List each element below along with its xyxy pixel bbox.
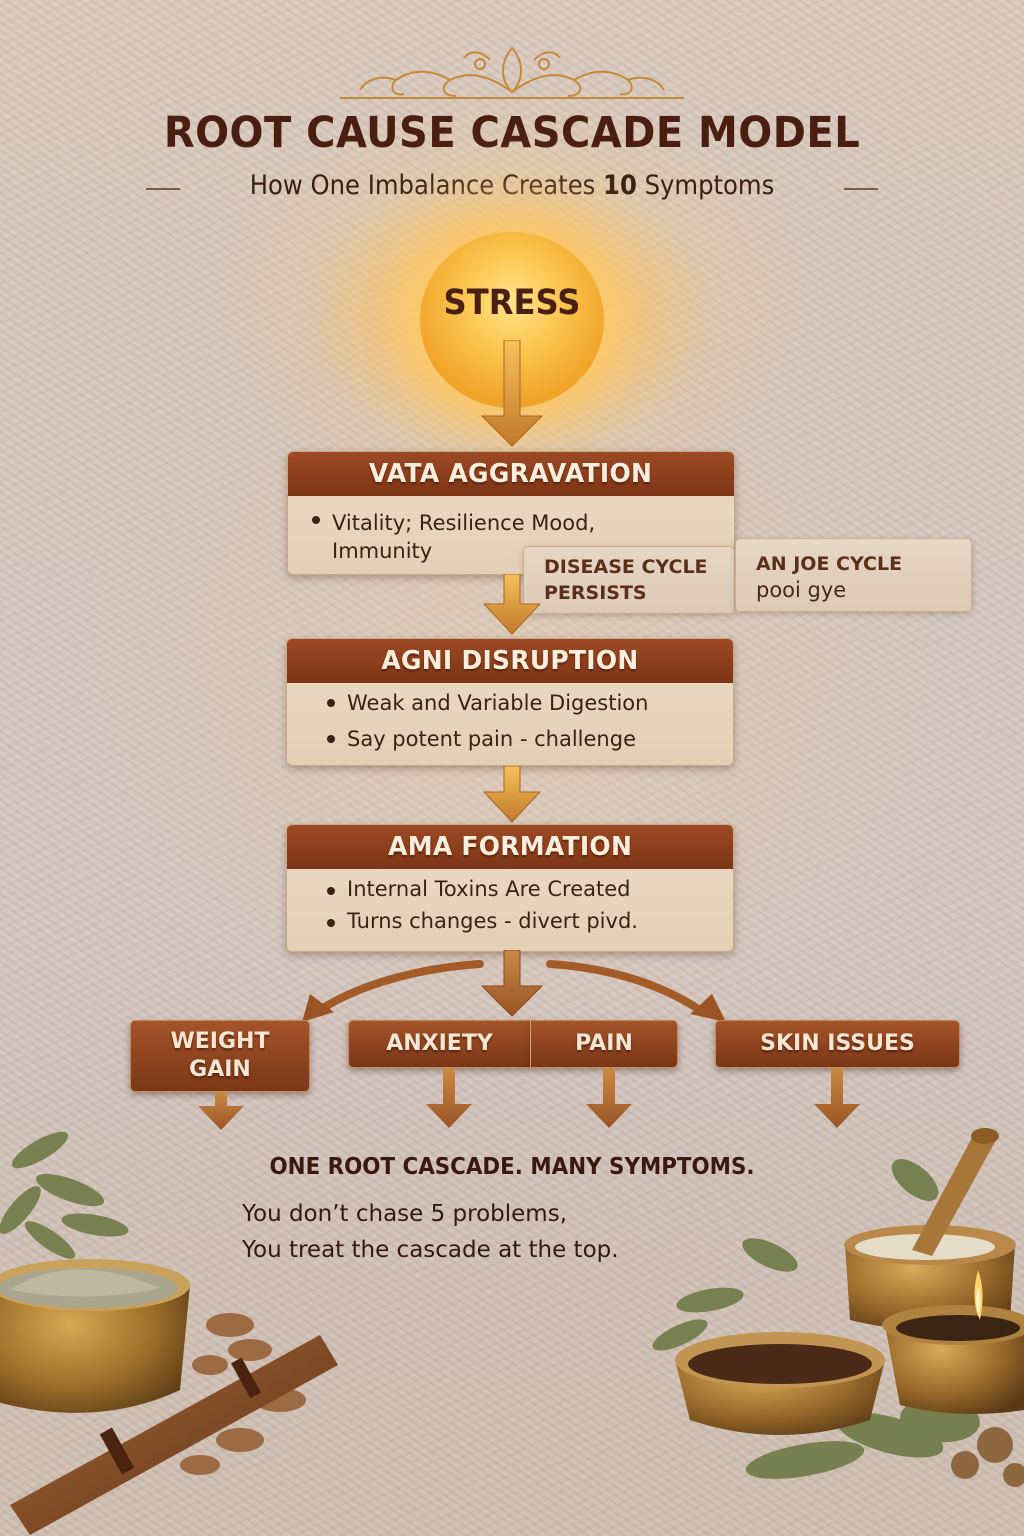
side-note-line: AN JOE CYCLE — [756, 553, 903, 575]
stage-card-agni: AGNI DISRUPTION Weak and Variable Digest… — [286, 638, 734, 766]
stage-bullet: Weak and Variable Digestion — [325, 685, 733, 721]
side-note-disease-cycle: DISEASE CYCLE PERSISTS — [523, 546, 735, 614]
seed-bowl-icon — [675, 1332, 885, 1435]
stage-body: Weak and Variable Digestion Say potent p… — [287, 683, 733, 757]
stage-body: Internal Toxins Are Created Turns change… — [287, 869, 733, 937]
arrow-down-icon — [482, 766, 542, 823]
branch-arrows-icon — [302, 950, 726, 1022]
mortar-pestle-icon — [652, 1128, 1024, 1487]
symptom-label: SKIN ISSUES — [760, 1031, 915, 1056]
symptom-skin-issues: SKIN ISSUES — [715, 1020, 960, 1068]
arrow-down-icon — [480, 340, 544, 447]
symptom-label: WEIGHT — [170, 1029, 270, 1054]
stage-bullet: Turns changes - divert pivd. — [325, 905, 733, 937]
tagline: ONE ROOT CASCADE. MANY SYMPTOMS. — [269, 1154, 755, 1180]
arrow-down-icon — [482, 574, 542, 635]
symptom-label: ANXIETY — [386, 1031, 493, 1056]
subtitle-prefix: How One Imbalance Creates — [249, 170, 604, 201]
stage-bullet: Vitality; Resilience Mood, — [310, 502, 734, 538]
side-note-line: DISEASE CYCLE — [544, 556, 708, 578]
subtitle-suffix: Symptoms — [636, 170, 775, 201]
arrow-down-icon — [586, 1068, 632, 1128]
stage-bullet-continuation: Immunity — [332, 539, 433, 563]
side-note-line: pooi gye — [756, 578, 847, 602]
arrow-down-icon — [426, 1068, 472, 1128]
footnote-line-1: You don’t chase 5 problems, — [242, 1201, 568, 1227]
filigree-ornament-icon — [340, 46, 684, 99]
stage-title: AGNI DISRUPTION — [287, 639, 733, 683]
arrow-down-icon — [198, 1092, 244, 1130]
oil-lamp-icon — [882, 1270, 1024, 1414]
leaf-icon — [652, 1159, 980, 1479]
stage-card-vata: VATA AGGRAVATION Vitality; Resilience Mo… — [287, 451, 735, 575]
subtitle-rule-right — [844, 188, 878, 190]
symptom-label: PAIN — [575, 1031, 633, 1056]
footnote-line-2: You treat the cascade at the top. — [242, 1237, 619, 1263]
side-note-line: PERSISTS — [544, 582, 647, 604]
stage-title: VATA AGGRAVATION — [288, 452, 734, 496]
symptom-weight-gain: WEIGHT GAIN — [130, 1020, 310, 1092]
page-title: ROOT CAUSE CASCADE MODEL — [163, 108, 861, 158]
symptom-anxiety: ANXIETY — [348, 1020, 530, 1068]
wooden-pestle-icon — [10, 1335, 338, 1535]
herb-bowl-icon — [0, 1131, 338, 1535]
subtitle-rule-left — [146, 188, 180, 190]
arrow-down-icon — [814, 1068, 860, 1128]
page-subtitle: How One Imbalance Creates 10 Symptoms — [51, 170, 973, 201]
stage-bullet: Say potent pain - challenge — [325, 721, 733, 757]
symptom-label: GAIN — [189, 1057, 251, 1082]
subtitle-number: 10 — [603, 170, 637, 201]
stage-body: Vitality; Resilience Mood, Immunity — [288, 496, 734, 564]
stage-card-ama: AMA FORMATION Internal Toxins Are Create… — [286, 824, 734, 952]
stage-bullet: Internal Toxins Are Created — [325, 873, 733, 905]
stage-title: AMA FORMATION — [287, 825, 733, 869]
leaf-icon — [0, 1131, 129, 1259]
symptom-pain: PAIN — [530, 1020, 678, 1068]
side-note-cycle: AN JOE CYCLE pooi gye — [735, 538, 972, 612]
root-cause-label: STRESS — [443, 283, 581, 323]
